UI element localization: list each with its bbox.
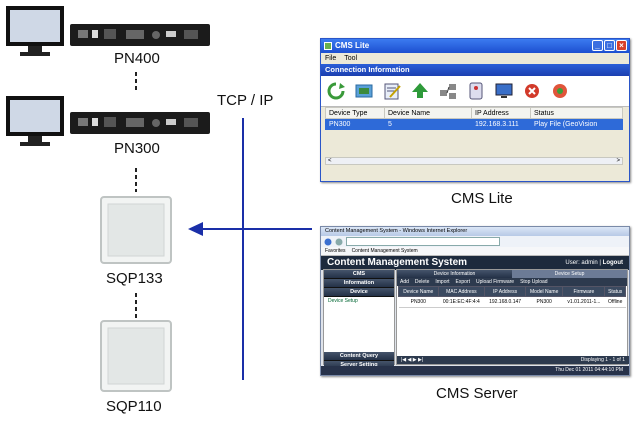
pn400-player-box-icon	[70, 24, 210, 46]
browser-titlebar: Content Management System - Windows Inte…	[321, 227, 629, 236]
pn300-monitor-icon	[6, 96, 64, 146]
col-device-type[interactable]: Device Type	[325, 107, 385, 119]
cell-firmware: v1.01.2011-1...	[562, 296, 605, 308]
col-device-name[interactable]: Device Name	[398, 286, 439, 297]
sidebar-item-device-setup[interactable]: Device Setup	[328, 298, 358, 304]
cms-lite-app-icon	[324, 42, 332, 50]
edit-schedule-icon[interactable]	[381, 80, 403, 102]
import-button[interactable]: Import	[435, 279, 450, 285]
cms-lite-menubar: File Tool	[321, 53, 629, 64]
sqp133-label: SQP133	[106, 270, 163, 287]
device-table: Device Type Device Name IP Address Statu…	[325, 107, 623, 130]
sidebar-item-device[interactable]: Device	[324, 288, 394, 297]
col-ip-address[interactable]: IP Address	[484, 286, 526, 297]
favorites-bar: Favorites Content Management System	[321, 247, 629, 256]
network-icon[interactable]	[437, 80, 459, 102]
cms-lite-toolbar	[321, 76, 629, 107]
table-row[interactable]: PN300 00:1E:EC:4F:4:4 192.168.0.147 PN30…	[398, 296, 626, 308]
export-button[interactable]: Export	[455, 279, 470, 285]
horizontal-scrollbar[interactable]: < >	[325, 157, 623, 165]
menu-tool[interactable]: Tool	[344, 55, 358, 62]
cms-server-statusbar: Thu Dec 01 2011 04:44:10 PM	[321, 366, 629, 375]
cell-device-name: PN300	[398, 296, 439, 308]
user-label: User: admin	[565, 260, 598, 266]
close-button[interactable]: ×	[616, 40, 627, 51]
favorites-link[interactable]: Favorites	[325, 248, 346, 254]
cms-server-heading: Content Management System	[327, 257, 468, 268]
pn300-label: PN300	[114, 140, 160, 157]
col-status[interactable]: Status	[604, 286, 626, 297]
monitor-icon[interactable]	[493, 80, 515, 102]
browser-tab[interactable]: Content Management System	[351, 248, 418, 254]
delete-button[interactable]: Delete	[414, 279, 430, 285]
minimize-button[interactable]: _	[592, 40, 603, 51]
device-info-icon[interactable]	[465, 80, 487, 102]
sidebar-item-cms[interactable]: CMS	[324, 270, 394, 279]
pager-info: Displaying 1 - 1 of 1	[580, 357, 625, 363]
cell-status: Offline	[604, 296, 626, 308]
upload-firmware-button[interactable]: Upload Firmware	[475, 279, 515, 285]
sidebar-item-content-query[interactable]: Content Query	[324, 352, 394, 361]
pager: |◀ ◀ ▶ ▶| Displaying 1 - 1 of 1	[397, 356, 629, 364]
browser-addressbar	[321, 236, 629, 247]
col-device-name[interactable]: Device Name	[384, 107, 472, 119]
scroll-left-icon[interactable]: <	[328, 158, 332, 164]
add-button[interactable]: Add	[400, 279, 409, 285]
cms-server-caption: CMS Server	[436, 385, 518, 402]
maximize-button[interactable]: □	[604, 40, 615, 51]
sqp133-panel-icon	[100, 196, 172, 264]
back-icon[interactable]	[324, 238, 332, 246]
refresh-icon[interactable]	[325, 80, 347, 102]
cell-status: Play File (GeoVision	[530, 118, 623, 130]
cell-mac-address: 00:1E:EC:4F:4:4	[438, 296, 485, 308]
pn400-label: PN400	[114, 50, 160, 67]
tab-device-setup[interactable]: Device Setup	[512, 270, 627, 278]
cms-lite-title: CMS Lite	[335, 41, 370, 50]
sqp110-label: SQP110	[106, 398, 162, 415]
sqp110-panel-icon	[100, 320, 172, 392]
server-device-table: Device Name MAC Address IP Address Model…	[398, 286, 626, 308]
pn300-player-box-icon	[70, 112, 210, 134]
connection-info-header: Connection Information	[321, 64, 629, 76]
cms-server-main: Device Information Device Setup Add Dele…	[396, 269, 629, 365]
cms-server-sidebar: CMS Information Device Device Setup Cont…	[323, 269, 395, 370]
cms-server-header: Content Management System User: admin | …	[321, 256, 629, 270]
pn400-monitor-icon	[6, 6, 64, 56]
logout-link[interactable]: Logout	[602, 260, 623, 266]
menu-file[interactable]: File	[325, 55, 337, 62]
col-mac-address[interactable]: MAC Address	[437, 286, 486, 297]
col-firmware[interactable]: Firmware	[562, 286, 606, 297]
table-row[interactable]: PN300 5 192.168.3.111 Play File (GeoVisi…	[325, 118, 623, 130]
upload-icon[interactable]	[409, 80, 431, 102]
cms-lite-titlebar: CMS Lite _ □ ×	[321, 39, 629, 53]
col-model-name[interactable]: Model Name	[524, 286, 564, 297]
cms-server-actions: Add Delete Import Export Upload Firmware…	[397, 278, 627, 286]
cell-model-name: PN300	[525, 296, 563, 308]
play-file-icon[interactable]	[353, 80, 375, 102]
tab-device-information[interactable]: Device Information	[433, 271, 476, 277]
stop-upload-button[interactable]: Stop Upload	[520, 279, 548, 285]
cell-device-type: PN300	[325, 118, 385, 130]
arrow-head-icon	[188, 222, 203, 236]
settings-icon[interactable]	[549, 80, 571, 102]
url-input[interactable]	[346, 237, 500, 246]
cell-ip-address: 192.168.0.147	[484, 296, 526, 308]
cms-server-tabs: Device Information Device Setup	[397, 270, 627, 278]
cms-server-window: Content Management System - Windows Inte…	[320, 226, 630, 376]
forward-icon[interactable]	[335, 238, 343, 246]
cms-lite-caption: CMS Lite	[451, 190, 513, 207]
col-ip-address[interactable]: IP Address	[471, 107, 531, 119]
network-label: TCP / IP	[217, 92, 274, 109]
delete-icon[interactable]	[521, 80, 543, 102]
scroll-right-icon[interactable]: >	[616, 158, 620, 164]
col-status[interactable]: Status	[530, 107, 623, 119]
cell-ip-address: 192.168.3.111	[471, 118, 531, 130]
sidebar-item-information[interactable]: Information	[324, 279, 394, 288]
cell-device-name: 5	[384, 118, 472, 130]
pager-controls[interactable]: |◀ ◀ ▶ ▶|	[401, 357, 424, 363]
cms-lite-window: CMS Lite _ □ × File Tool Connection Info…	[320, 38, 630, 182]
